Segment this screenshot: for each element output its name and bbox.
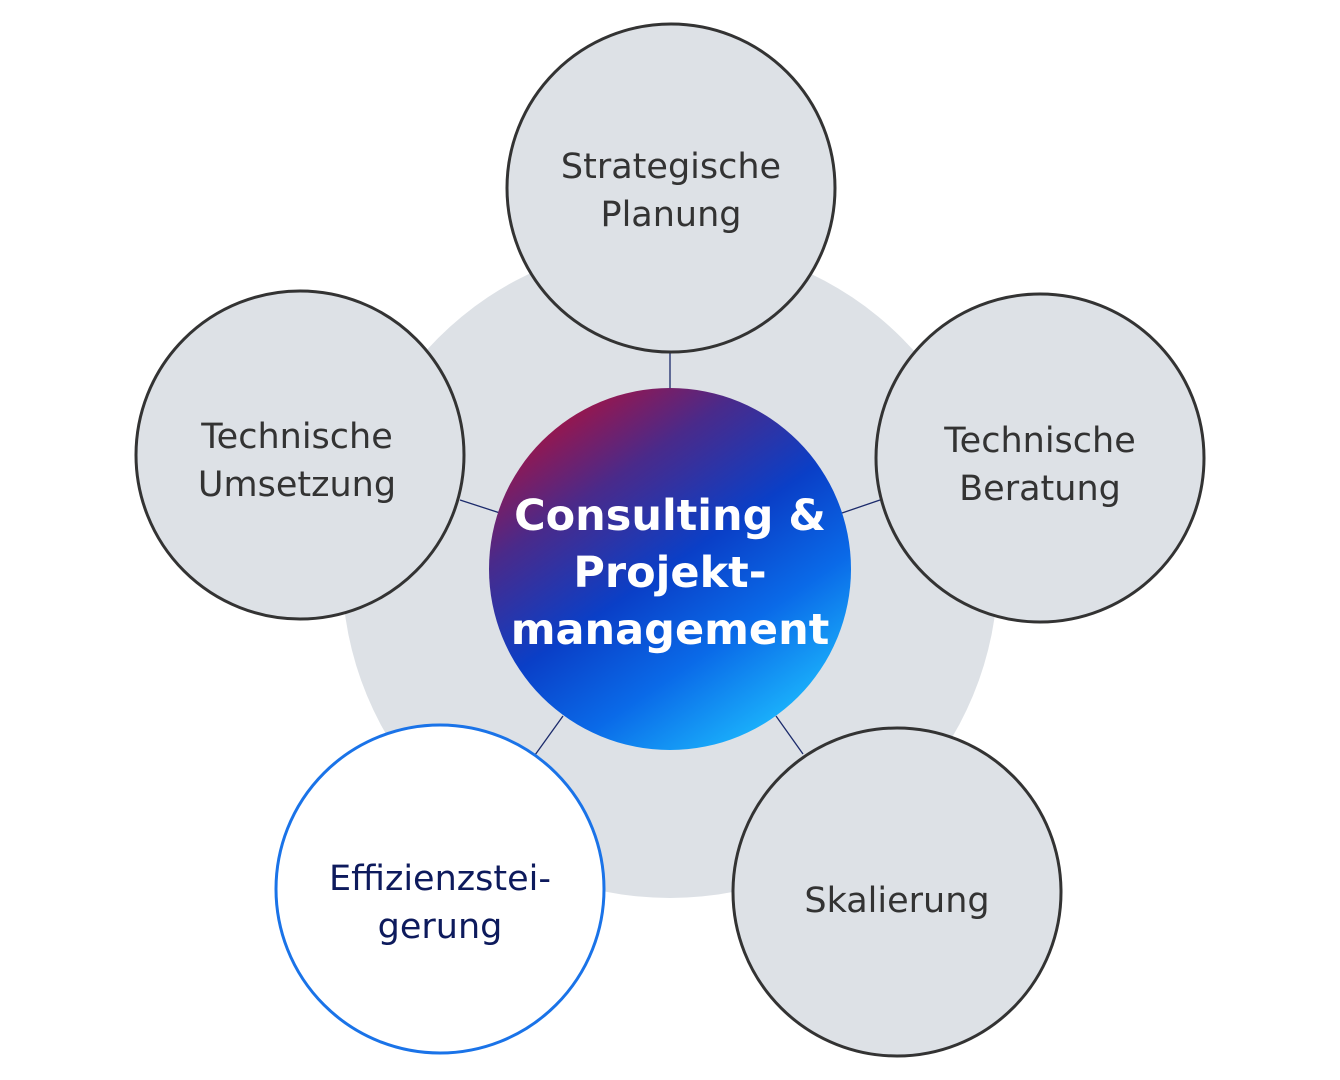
node-label: Technische <box>200 417 393 457</box>
node-label: gerung <box>378 907 503 947</box>
node-strategische-planung[interactable]: Strategische Planung <box>505 22 837 354</box>
center-label: management <box>511 605 830 655</box>
node-label: Skalierung <box>804 881 989 921</box>
center-label: Consulting & <box>514 491 826 541</box>
node-label: Beratung <box>959 469 1121 509</box>
connector-lines <box>459 352 881 756</box>
node-label: Effizienzstei- <box>329 859 551 899</box>
node-skalierung[interactable]: Skalierung <box>731 726 1063 1058</box>
node-label: Planung <box>600 195 741 235</box>
node-label: Umsetzung <box>198 465 396 505</box>
node-label: Technische <box>943 421 1136 461</box>
center-node[interactable]: Consulting & Projekt- management <box>489 388 851 750</box>
node-technische-umsetzung[interactable]: Technische Umsetzung <box>134 289 466 621</box>
node-label: Strategische <box>561 147 781 187</box>
center-label: Projekt- <box>573 548 766 598</box>
node-technische-beratung[interactable]: Technische Beratung <box>874 292 1206 624</box>
node-effizienzsteigerung[interactable]: Effizienzstei- gerung <box>274 723 606 1055</box>
